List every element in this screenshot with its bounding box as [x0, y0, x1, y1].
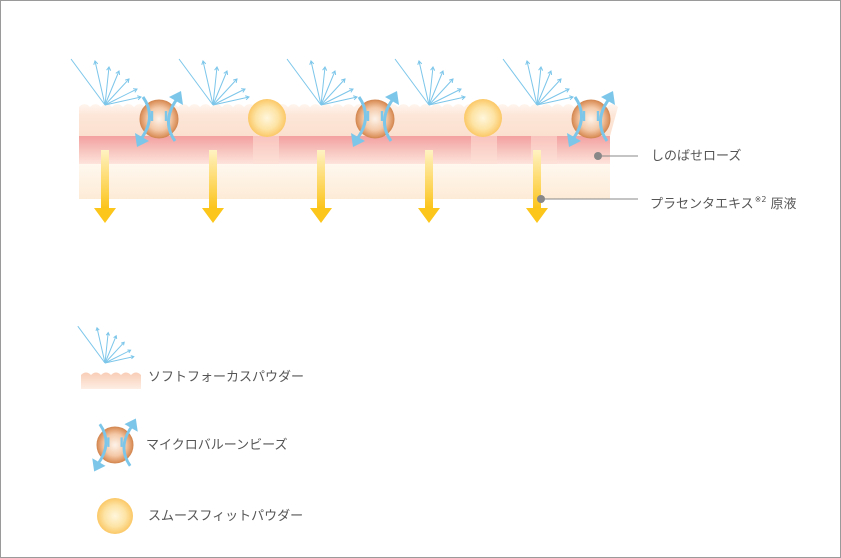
placenta-label-tail: 原液: [766, 197, 797, 212]
rose-callout-dot: [594, 152, 602, 160]
legend-smooth-fit-icon: [97, 498, 133, 534]
placenta-callout-dot: [537, 195, 545, 203]
legend-skin-swatch: [81, 372, 141, 389]
placenta-arrow-5: [526, 150, 548, 223]
placenta-label: プラセンタエキス※2 原液: [650, 192, 797, 213]
placenta-label-main: プラセンタエキス: [650, 197, 754, 212]
rose-label: しのばせローズ: [651, 149, 742, 164]
microballoon-bead-1: [135, 91, 183, 147]
smooth-fit-sphere-1: [248, 99, 286, 137]
legend-soft-focus-icon: [77, 325, 135, 364]
rose-layer: [79, 136, 610, 164]
legend-label-microballoon-beads: マイクロバルーンビーズ: [146, 438, 288, 453]
placenta-footnote: ※2: [754, 195, 767, 204]
pore-2: [471, 136, 497, 164]
legend-label-smooth-fit-powder: スムースフィットパウダー: [148, 509, 304, 524]
soft-focus-fan-4: [394, 58, 466, 106]
microballoon-bead-2: [351, 91, 399, 147]
soft-focus-fan-2: [178, 58, 250, 106]
soft-focus-fan-1: [70, 58, 142, 106]
pore-1: [253, 136, 279, 164]
placenta-arrow-3: [310, 150, 332, 223]
microballoon-bead-3: [567, 91, 615, 147]
soft-focus-fan-5: [502, 58, 574, 106]
smooth-fit-sphere-2: [464, 99, 502, 137]
placenta-arrow-2: [202, 150, 224, 223]
placenta-arrow-4: [418, 150, 440, 223]
placenta-arrow-1: [94, 150, 116, 223]
soft-focus-fan-3: [286, 58, 358, 106]
legend-label-soft-focus-powder: ソフトフォーカスパウダー: [148, 370, 305, 385]
placenta-layer: [79, 164, 610, 199]
legend-microballoon-icon: [92, 418, 138, 472]
